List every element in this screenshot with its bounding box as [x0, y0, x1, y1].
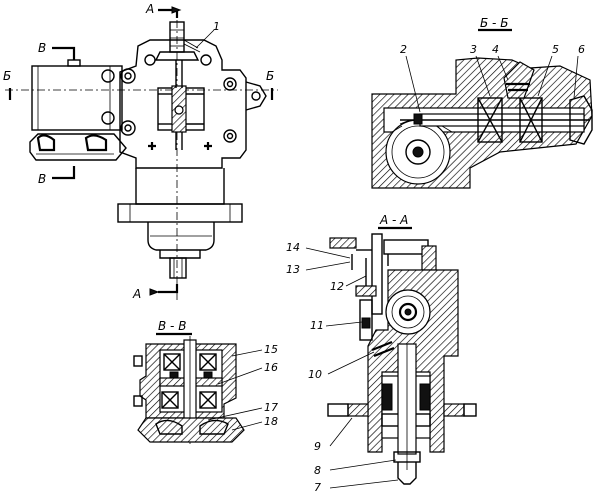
callout-7: 7	[314, 481, 321, 494]
callout-16: 16	[264, 361, 278, 374]
callout-4: 4	[492, 43, 499, 56]
cut-v-top-label: В	[38, 41, 46, 55]
front-view: А А Б Б В В	[3, 2, 278, 301]
callout-17: 17	[264, 401, 278, 414]
callout-2: 2	[400, 43, 407, 56]
section-aa-title: А - А	[379, 213, 408, 227]
callout-11: 11	[310, 319, 324, 332]
cut-a-bottom-label: А	[132, 287, 141, 301]
callout-14: 14	[286, 241, 300, 254]
callout-18: 18	[264, 415, 278, 428]
callout-5: 5	[552, 43, 559, 56]
cut-a-top-label: А	[145, 2, 154, 16]
callout-15: 15	[264, 343, 278, 356]
section-vv-title: В - В	[158, 319, 186, 333]
callout-1: 1	[213, 20, 220, 33]
callout-13: 13	[286, 263, 300, 276]
cut-b-left-label: Б	[3, 69, 11, 83]
callout-3: 3	[470, 43, 477, 56]
section-bb-title: Б - Б	[480, 16, 508, 30]
section-bb: Б - Б 2 3 4 5	[371, 16, 593, 189]
cut-b-right-label: Б	[266, 69, 274, 83]
callout-10: 10	[308, 368, 322, 381]
cut-v-bottom-label: В	[38, 172, 46, 186]
callout-9: 9	[314, 440, 321, 453]
callout-12: 12	[330, 280, 344, 293]
callout-8: 8	[314, 464, 321, 477]
section-aa: А - А	[286, 213, 477, 494]
callout-6: 6	[578, 43, 585, 56]
section-vv: В - В 15 1	[133, 319, 278, 444]
